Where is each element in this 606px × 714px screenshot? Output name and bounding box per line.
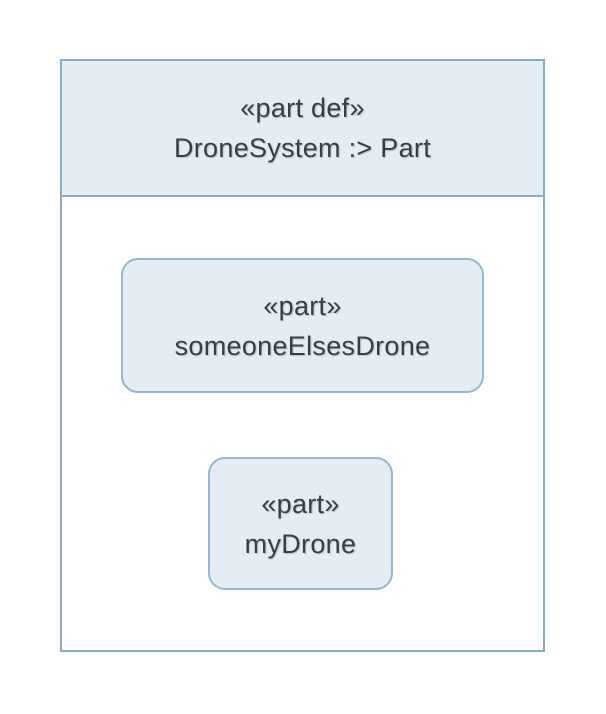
part-def-stereotype: «part def» — [240, 93, 365, 123]
part-name: someoneElsesDrone — [174, 330, 431, 361]
part-def-header: «part def» DroneSystem :> Part — [62, 61, 543, 197]
part-node-someone-elses-drone: «part» someoneElsesDrone — [121, 258, 484, 393]
part-node-my-drone: «part» myDrone — [208, 457, 393, 590]
part-stereotype: «part» — [263, 290, 342, 321]
part-stereotype: «part» — [261, 488, 340, 519]
part-def-name: DroneSystem :> Part — [173, 133, 432, 163]
part-name: myDrone — [244, 528, 357, 559]
part-def-node-dronesystem: «part def» DroneSystem :> Part «part» so… — [60, 59, 545, 652]
